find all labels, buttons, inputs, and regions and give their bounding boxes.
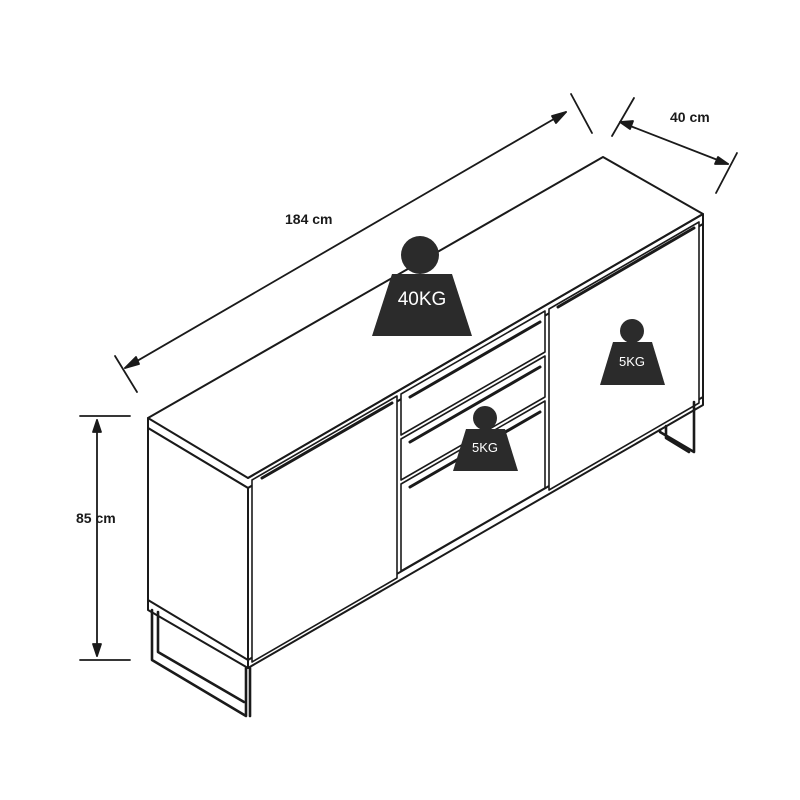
drawer-top	[400, 310, 546, 436]
width-label: 184 cm	[285, 211, 332, 227]
width-arrowhead-left	[124, 356, 140, 369]
depth-arrowhead-right	[714, 156, 729, 165]
depth-extension-left	[611, 97, 635, 137]
weight-icon	[600, 319, 665, 385]
weight-icon	[453, 406, 518, 471]
side-face	[147, 427, 249, 669]
depth-dimension	[611, 97, 738, 194]
left-leg-inner	[156, 610, 246, 704]
depth-extension-right	[715, 152, 738, 194]
right-door-load-label: 5KG	[619, 354, 645, 369]
depth-arrowhead-left	[619, 120, 634, 130]
width-dimension	[114, 93, 593, 393]
right-door-handle	[556, 226, 696, 309]
left-door-handle	[260, 401, 394, 480]
height-label: 85 cm	[76, 510, 116, 526]
width-arrowhead-right	[551, 111, 567, 124]
left-leg-frame	[150, 608, 248, 718]
depth-dimension-line	[619, 121, 729, 165]
depth-label: 40 cm	[670, 109, 710, 125]
weight-icon	[372, 236, 472, 336]
width-extension-right	[570, 93, 593, 134]
width-extension-left	[114, 355, 138, 393]
height-arrowhead-top	[92, 419, 102, 433]
height-dimension	[79, 415, 131, 661]
drawer-middle-handle	[408, 365, 542, 444]
sideboard-legs	[150, 400, 696, 718]
height-arrowhead-bottom	[92, 643, 102, 657]
top-load-label: 40KG	[398, 289, 447, 310]
right-leg-frame	[658, 400, 696, 454]
drawer-top-handle	[408, 320, 542, 399]
right-leg-inner	[664, 424, 691, 454]
drawer-load-label: 5KG	[472, 440, 498, 455]
width-dimension-line	[124, 111, 567, 369]
